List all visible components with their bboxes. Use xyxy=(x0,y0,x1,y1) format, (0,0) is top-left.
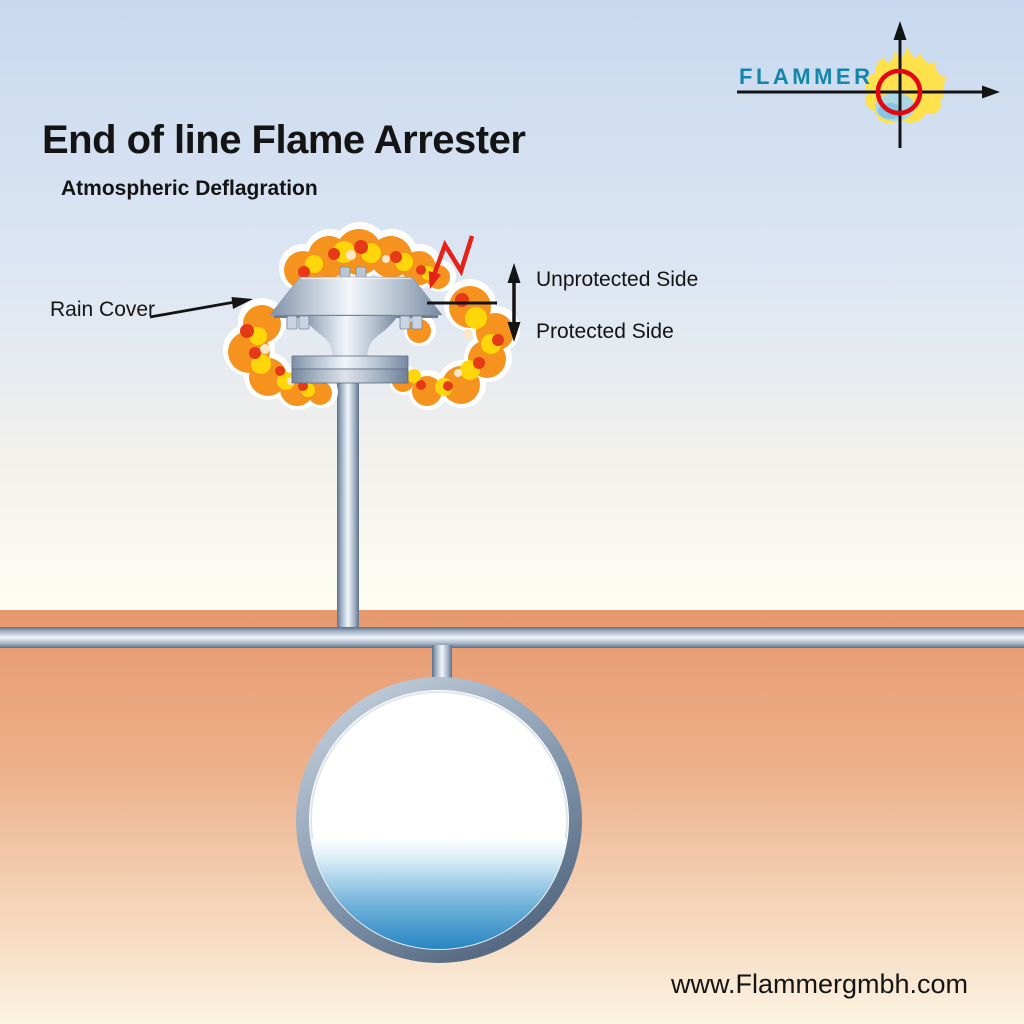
flange xyxy=(291,355,409,384)
crosshair-axes xyxy=(737,27,994,148)
protected-side-label: Protected Side xyxy=(536,320,674,343)
ignition-spark-arrow-icon xyxy=(428,235,475,289)
rain-cover xyxy=(269,276,443,316)
page-title: End of line Flame Arrester xyxy=(42,118,526,162)
flame-arrester-device xyxy=(269,266,443,384)
arrester-body-funnel xyxy=(302,316,398,358)
flame-crosshair-icon xyxy=(737,21,1000,148)
unprotected-side-label: Unprotected Side xyxy=(536,268,699,291)
logo-wordmark: FLAMMER xyxy=(739,64,874,89)
cap-bolts xyxy=(286,315,423,330)
riser-pipe xyxy=(337,382,359,642)
footer-website-url: www.Flammergmbh.com xyxy=(671,969,969,999)
label-arrow-icon xyxy=(149,297,253,319)
storage-tank xyxy=(296,677,582,963)
sky-background xyxy=(0,0,1024,612)
rain-cover-label: Rain Cover xyxy=(50,298,156,321)
double-headed-arrow-icon xyxy=(507,263,521,342)
main-buried-pipe xyxy=(0,627,1024,648)
page-subtitle: Atmospheric Deflagration xyxy=(61,177,318,200)
